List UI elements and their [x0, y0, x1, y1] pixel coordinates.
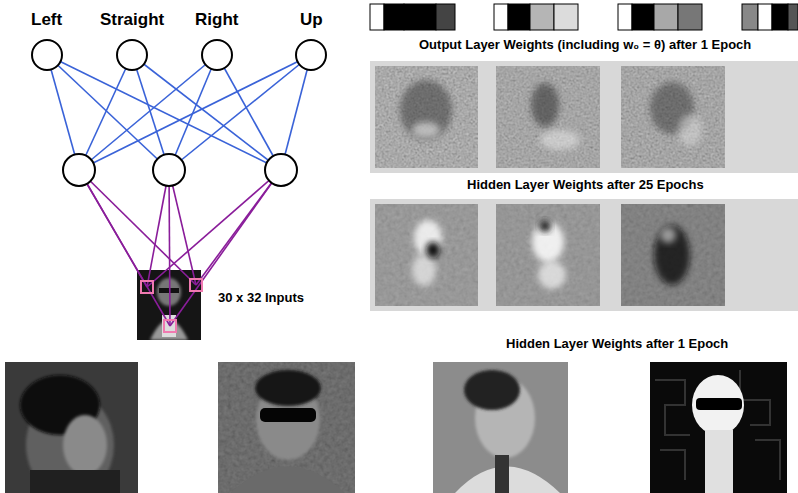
unit-label: Right: [195, 9, 238, 30]
panel-caption: Hidden Layer Weights after 25 Epochs: [467, 177, 704, 192]
output-unit: Right: [201, 39, 233, 71]
input-image: 30 x 32 Inputs: [137, 270, 201, 340]
panel-caption: Hidden Layer Weights after 1 Epoch: [506, 336, 728, 351]
output-unit: Straight: [116, 39, 148, 71]
input-label: 30 x 32 Inputs: [218, 289, 304, 306]
unit-label: Straight: [100, 9, 164, 30]
output-unit: Up: [295, 39, 327, 71]
unit-label: Left: [31, 9, 62, 30]
panel-caption: Output Layer Weights (including w₀ = θ) …: [419, 37, 751, 52]
output-unit: Left: [31, 39, 63, 71]
unit-label: Up: [300, 9, 323, 30]
